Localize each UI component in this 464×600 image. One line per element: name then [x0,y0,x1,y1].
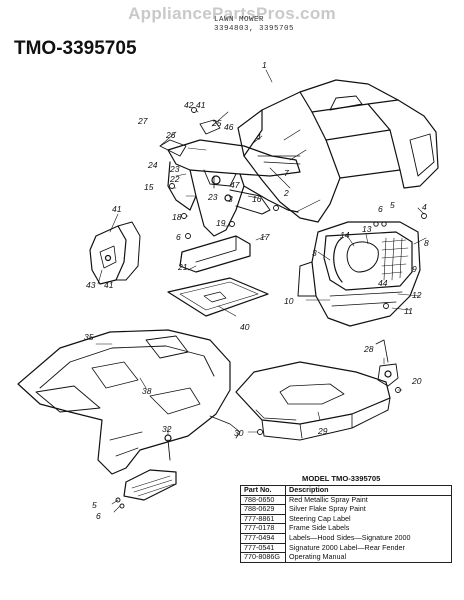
description-cell: Silver Flake Spray Paint [285,505,452,515]
callout-label: 29 [317,426,328,436]
callout-label: 26 [165,130,176,140]
callout-label: 23 [207,192,218,202]
dash-panel-assembly [159,119,301,237]
callout-label: 17 [260,232,270,242]
callout-label: 4 [422,202,427,212]
callout-label: 9 [412,264,417,274]
callout-label: 35 [84,332,94,342]
callout-label: 6 [96,511,101,521]
callout-label: 43 [86,280,96,290]
description-cell: Signature 2000 Label—Rear Fender [285,543,452,553]
callout-label: 16 [252,194,262,204]
callout-label: 24 [147,160,158,170]
description-cell: Labels—Hood Sides—Signature 2000 [285,533,452,544]
callout-label: 15 [144,182,154,192]
watermark: AppliancePartsPros.com [128,4,336,23]
column-header-part-no: Part No. [240,485,286,496]
part-number-cell: 770-8086G [240,552,286,563]
hood-part [237,79,439,223]
column-header-description: Description [285,485,452,496]
rear-fender-part [17,329,231,475]
callout-label: 46 [224,122,234,132]
callout-label: 22 [169,174,180,184]
parts-table-container: MODEL TMO-3395705 Part No. Description 7… [240,474,452,563]
part-number-cell: 777-0494 [240,532,286,544]
parts-table-header-row: Part No. Description [240,485,452,496]
callout-label: 3 [228,194,233,204]
callout-label: 12 [412,290,422,300]
callout-label: 5 [92,500,97,510]
table-row: 770-8086G Operating Manual [240,552,452,563]
left-bracket-part [89,221,141,285]
callout-label: 41 [112,204,122,214]
callout-label: 30 [234,428,244,438]
hardware-parts [115,107,427,509]
parts-table: Part No. Description 788-0650 Red Metall… [240,485,452,563]
callout-label: 28 [363,344,374,354]
callout-label: 4 [256,132,261,142]
callout-label: 19 [216,218,226,228]
callout-label: 10 [284,296,294,306]
callout-label: 14 [340,230,350,240]
callout-label: 25 [211,118,222,128]
description-cell: Steering Cap Label [285,514,452,524]
callout-label: 6 [176,232,181,242]
callout-labels: 1 2 3 3 4 4 5 5 6 6 6 7 8 9 10 11 12 13 … [84,60,429,521]
callout-label: 2 [283,188,289,198]
callout-label: 42 [184,100,194,110]
callout-label: 7 [284,168,289,178]
callout-label: 8 [424,238,429,248]
table-row: 777-0494 Labels—Hood Sides—Signature 200… [240,532,452,544]
callout-label: 40 [240,322,250,332]
pedal-bracket-part [179,235,251,273]
model-title: TMO-3395705 [14,38,137,59]
description-cell: Frame Side Labels [285,524,452,534]
header-model-numbers: 3394803, 3395705 [214,25,295,33]
callout-label: 47 [230,180,240,190]
frame-part [209,339,399,441]
callout-label: 13 [362,224,372,234]
callout-label: 3 [312,248,317,258]
callout-label: 5 [390,200,395,210]
callout-label: 11 [404,306,413,316]
part-number-cell: 788-0629 [240,504,286,515]
callout-label: 44 [378,278,388,288]
callout-label: 23 [169,164,180,174]
callout-label: 41 [104,280,114,290]
callout-label: 6 [378,204,383,214]
footrest-part [123,434,177,501]
description-cell: Red Metallic Spray Paint [285,495,452,505]
callout-label: 38 [142,386,152,396]
callout-label: 20 [411,376,422,386]
grille-assembly [297,221,421,327]
header-product-line: LAWN MOWER [214,16,265,24]
callout-label: 32 [162,424,172,434]
callout-label: 27 [137,116,148,126]
leader-lines [95,69,427,513]
table-row: 788-0629 Silver Flake Spray Paint [240,504,452,515]
parts-table-caption: MODEL TMO-3395705 [302,474,381,483]
callout-label: 1 [262,60,267,70]
floor-mat-part [167,277,269,317]
callout-label: 21 [177,262,188,272]
callout-label: 18 [172,212,182,222]
description-cell: Operating Manual [285,552,452,563]
callout-label: 41 [196,100,206,110]
